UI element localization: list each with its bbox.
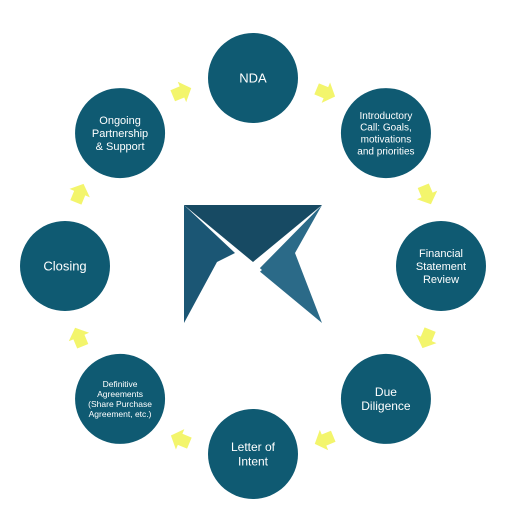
chevron-arrow-icon [314, 82, 336, 103]
step-label-line: (Share Purchase [88, 399, 152, 409]
arrows-layer [68, 81, 438, 451]
step-circle [208, 409, 298, 499]
step-circle [208, 33, 298, 123]
step-label-line: motivations [361, 134, 412, 145]
step-label-line: Statement [416, 261, 466, 273]
step-label-line: Definitive [103, 379, 138, 389]
step-circle [20, 221, 110, 311]
step-circle [396, 221, 486, 311]
chevron-arrow-icon [170, 81, 192, 103]
step-circle [75, 88, 166, 179]
step-label-line: and priorities [357, 146, 414, 157]
step-label-line: Ongoing [99, 115, 141, 127]
chevron-arrow-icon [314, 429, 336, 451]
logo-right-wing [258, 205, 322, 323]
step-label-line: & Support [96, 141, 145, 153]
step-label-line: Agreement, etc.) [89, 409, 152, 419]
logo-left-wing [184, 205, 235, 323]
step-label-line: Agreements [97, 389, 143, 399]
step-label-line: NDA [239, 71, 267, 86]
logo-lower-cut [191, 262, 262, 323]
chevron-arrow-icon [416, 327, 437, 349]
chevron-arrow-icon [416, 183, 438, 205]
step-label-line: Letter of [231, 440, 276, 454]
chevron-arrow-icon [68, 327, 90, 349]
step-circle [75, 353, 166, 444]
logo-top-band [184, 205, 322, 262]
step-label-line: Closing [43, 259, 86, 274]
step-label-line: Diligence [361, 399, 411, 413]
chevron-arrow-icon [170, 429, 192, 450]
step-circle [340, 88, 431, 179]
step-label-line: Due [375, 385, 397, 399]
step-label-line: Review [423, 274, 459, 286]
step-label-line: Intent [238, 454, 269, 468]
step-node-nda: NDA [208, 33, 298, 123]
step-node-closing: Closing [20, 221, 110, 311]
step-label-line: Financial [419, 248, 463, 260]
center-logo [184, 205, 322, 323]
step-label-line: Partnership [92, 128, 148, 140]
step-label-line: Call: Goals, [360, 123, 412, 134]
chevron-arrow-icon [69, 183, 90, 205]
step-label-line: Introductory [360, 111, 413, 122]
step-circle [340, 353, 431, 444]
